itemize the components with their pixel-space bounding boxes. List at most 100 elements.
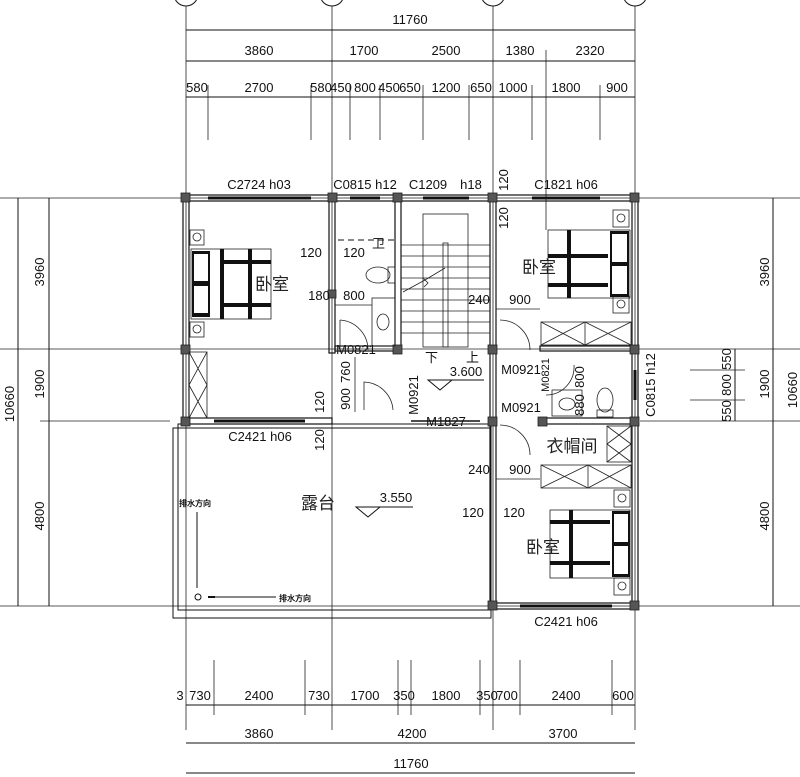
door-label: M0821 [540,358,552,392]
stair-down-label: 下 [425,350,438,365]
sink-icon [551,389,583,417]
wardrobe-icon [540,425,632,489]
bottom-overall-dim: 11760 [393,756,428,771]
top-axis-dim: 2500 [432,43,461,58]
drainage-label: 排水方向 [179,498,211,508]
bottom-detail-dim: 1800 [432,688,461,703]
inner-dim: 120 [503,505,525,520]
bed-icon [549,489,631,596]
bottom-detail-dim: 3 [176,688,183,703]
top-axis-dim: 3860 [245,43,274,58]
bottom-detail-dim: 350 [393,688,415,703]
top-detail-dim: 1200 [432,80,461,95]
inner-dim: 120 [300,245,322,260]
inner-dim: 120 [496,207,511,229]
right-axis-dim: 4800 [757,502,772,531]
structural-columns [180,192,640,611]
top-axis-dim: 2320 [576,43,605,58]
staircase [401,213,490,348]
bottom-detail-dim: 350 [476,688,498,703]
top-detail-dim: 1000 [499,80,528,95]
top-dimension-chain: 11760 3860 1700 2500 1380 2320 580 2700 … [186,12,635,140]
inner-dim: 120 [312,391,327,413]
room-label-closet: 衣帽间 [547,437,598,457]
top-overall-dim: 11760 [392,12,427,27]
bottom-detail-dim: 730 [308,688,330,703]
bottom-dimension-chain: 3 730 2400 730 1700 350 1800 350 700 240… [176,660,635,774]
bed-icon [547,209,631,314]
wardrobe-icon [188,351,208,419]
door-label: M0921 [501,400,541,415]
bottom-detail-dim: 600 [612,688,634,703]
inner-dim: 120 [496,169,511,191]
inner-dim: 240 [468,292,490,307]
left-dimension-chain: 10660 3960 1900 4800 [2,198,50,606]
inner-dim: 120 [312,429,327,451]
top-detail-dim: 900 [606,80,628,95]
door-label: M0921 [501,362,541,377]
top-detail-dim: 1800 [552,80,581,95]
bottom-detail-dim: 730 [189,688,211,703]
right-axis-dim: 3960 [757,258,772,287]
window-label: C2421 h06 [534,614,598,629]
level-mark-terrace [354,506,413,518]
bottom-axis-dim: 4200 [398,726,427,741]
drainage-label: 排水方向 [279,593,311,603]
inner-dim: 120 [343,245,365,260]
inner-dim: 760 [338,361,353,383]
door-label: M1827 [426,414,466,429]
inner-dimensions: 120 120 180 800 240 900 760 900 120 120 … [300,169,587,520]
top-detail-dim: 650 [470,80,492,95]
level-mark-stair [426,379,484,391]
inner-dim: 800 [343,288,365,303]
window-label: C0815 h12 [333,177,397,192]
top-detail-dim: 2700 [245,80,274,95]
window-label: C1821 h06 [534,177,598,192]
terrace-level: 3.550 [380,490,413,505]
bottom-detail-dim: 2400 [552,688,581,703]
room-label-bedroom-ne: 卧室 [522,258,556,278]
right-detail-dim: 800 [719,374,734,396]
stair-level: 3.600 [450,364,483,379]
drainage-arrows [194,512,276,601]
window-label: h18 [460,177,482,192]
wardrobe-icon [540,321,632,346]
stair-up-label: 上 [466,350,479,365]
axis-lines [0,0,800,730]
bottom-detail-dim: 700 [496,688,518,703]
toilet-icon [596,387,614,418]
right-detail-dim: 550 [719,400,734,422]
top-detail-dim: 450 [378,80,400,95]
room-label-bathroom: 卫 [372,237,385,252]
inner-dim: 180 [308,288,330,303]
sink-icon [371,297,396,347]
bottom-axis-dim: 3700 [549,726,578,741]
right-detail-dim: 550 [719,348,734,370]
room-label-terrace: 露台 [301,494,335,514]
window-label: C2724 h03 [227,177,291,192]
bottom-detail-dim: 1700 [351,688,380,703]
inner-dim: 880 [572,394,587,416]
inner-dim: 240 [468,462,490,477]
room-label-bedroom-nw: 卧室 [255,275,289,295]
bottom-axis-dim: 3860 [245,726,274,741]
doors [339,319,575,456]
left-overall-dim: 10660 [2,386,17,422]
top-detail-dim: 450 [330,80,352,95]
inner-dim: 900 [338,388,353,410]
window-label: C1209 [409,177,447,192]
right-overall-dim: 10660 [785,372,800,408]
top-axis-dim: 1700 [350,43,379,58]
inner-dim: 120 [462,505,484,520]
room-label-bedroom-se: 卧室 [526,538,560,558]
left-axis-dim: 1900 [32,370,47,399]
left-axis-dim: 4800 [32,502,47,531]
top-axis-dim: 1380 [506,43,535,58]
inner-dim: 900 [509,292,531,307]
right-dimension-chain: 3960 1900 4800 10660 550 800 550 [690,198,800,606]
toilet-icon [365,266,396,284]
right-axis-dim: 1900 [757,370,772,399]
door-label: M0821 [336,342,376,357]
bed-icon [189,229,272,338]
